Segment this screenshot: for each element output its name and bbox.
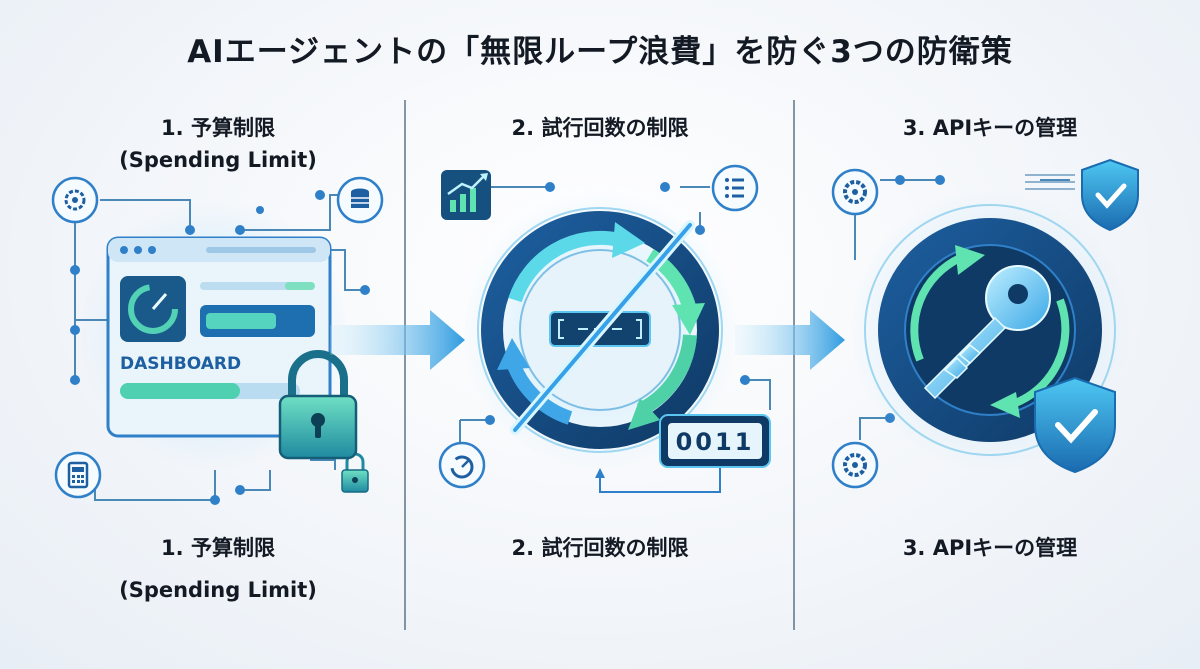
counter-pointer: [595, 468, 605, 478]
column-3-heading-text: 3. APIキーの管理: [902, 116, 1078, 140]
column-3-heading: 3. APIキーの管理: [800, 112, 1180, 144]
column-3-graphic: [831, 158, 1139, 489]
gear-icon-2: [831, 168, 879, 216]
circuit-nodes-1: [70, 190, 370, 505]
column-1-footer-sub: (Spending Limit): [119, 578, 317, 602]
key-icon: [923, 265, 1051, 400]
column-1-footer-text: 1. 予算制限: [161, 536, 275, 560]
outer-ring: [477, 207, 723, 453]
chart-icon: [441, 170, 491, 220]
column-divider-2: [793, 100, 795, 630]
column-1-heading-sub: (Spending Limit): [119, 148, 317, 172]
arrow-right-icon: [330, 310, 465, 370]
column-3-footer-text: 3. APIキーの管理: [902, 536, 1078, 560]
calculator-icon: [54, 451, 102, 499]
gear-icon: [51, 176, 99, 224]
column-1-heading-text: 1. 予算制限: [161, 116, 275, 140]
column-2-heading: 2. 試行回数の制限: [410, 112, 790, 144]
padlock-icon: [341, 452, 369, 493]
column-1-footer: 1. 予算制限 (Spending Limit): [28, 532, 408, 606]
column-2-footer: 2. 試行回数の制限: [410, 532, 790, 564]
lock-icon: [278, 350, 358, 460]
list-icon: [711, 164, 759, 212]
gear-icon-3: [831, 441, 879, 489]
database-icon: [336, 176, 384, 224]
column-2-footer-text: 2. 試行回数の制限: [511, 536, 689, 560]
outer-ring-3: [864, 204, 1116, 456]
shield-check-icon-2: [1034, 376, 1116, 474]
shield-check-icon: [1081, 158, 1139, 232]
page-title: AIエージェントの「無限ループ浪費」を防ぐ3つの防衛策: [187, 34, 1013, 70]
counter-value: 0011: [676, 428, 755, 456]
column-divider-1: [404, 100, 406, 630]
attempt-counter: 0011: [659, 414, 771, 468]
circuit-nodes-2: [485, 182, 750, 425]
column-2-heading-text: 2. 試行回数の制限: [511, 116, 689, 140]
key-ring-arrows: [910, 245, 1070, 418]
gauge-icon: [438, 441, 486, 489]
column-3-footer: 3. APIキーの管理: [800, 532, 1180, 564]
column-1-heading: 1. 予算制限 (Spending Limit): [28, 112, 408, 176]
column-2-graphic: 0011: [438, 164, 771, 493]
text-lines: [1025, 174, 1075, 190]
loop-ring: [481, 211, 719, 449]
arrow-right-icon-2: [735, 310, 845, 370]
dashboard-label: DASHBOARD: [120, 354, 241, 374]
